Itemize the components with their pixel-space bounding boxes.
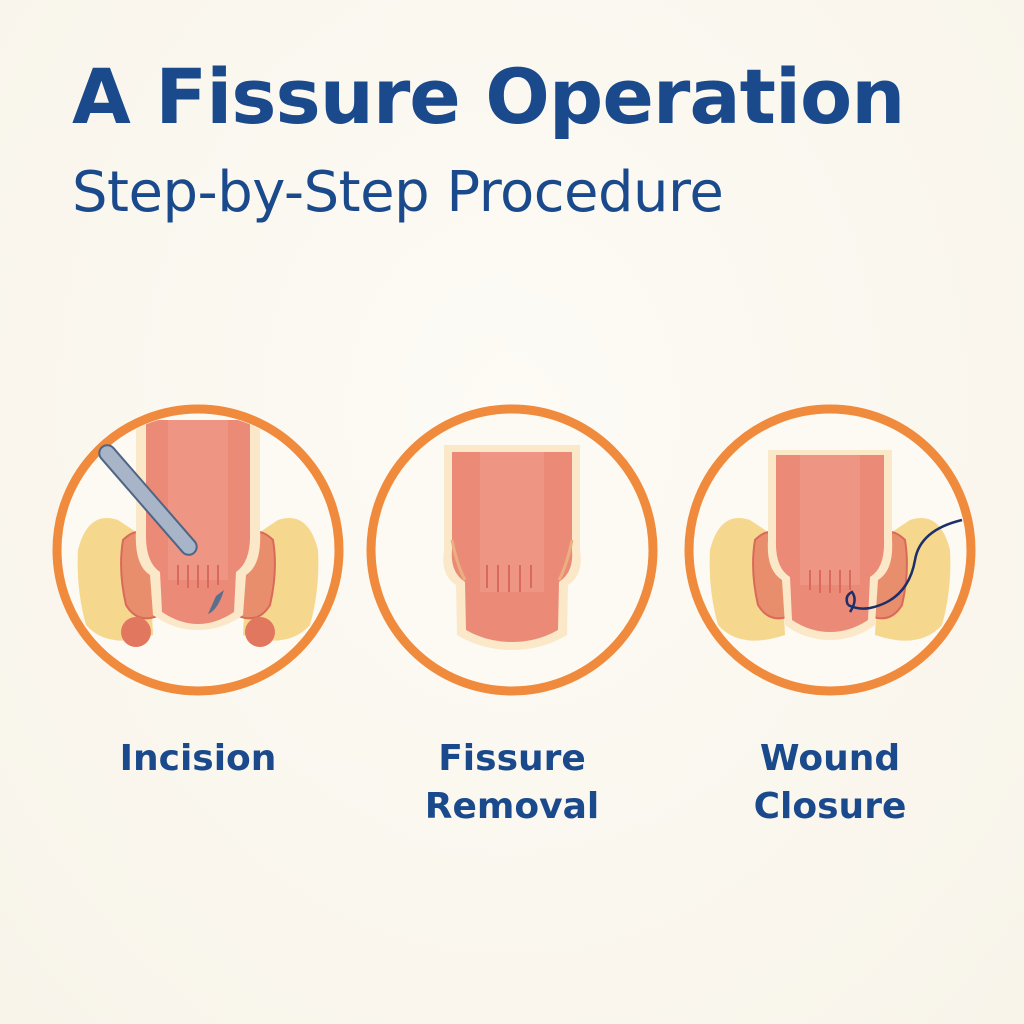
- anal-canal-icon: [709, 450, 951, 641]
- suture-icon: [845, 518, 963, 613]
- anal-canal-icon: [77, 420, 319, 647]
- step-label-line: Closure: [753, 786, 907, 827]
- wound-closure-illustration: [684, 404, 976, 696]
- step-label-wound-closure: Wound Closure: [680, 735, 980, 831]
- step-incision: Incision: [48, 400, 348, 779]
- step-label-incision: Incision: [48, 735, 348, 783]
- anal-canal-icon: [443, 445, 581, 650]
- step-label-line: Removal: [424, 786, 600, 827]
- step-label-line: Incision: [119, 738, 277, 779]
- page-subtitle: Step-by-Step Procedure: [72, 160, 724, 225]
- step-label-line: Fissure: [438, 738, 586, 779]
- incision-illustration: [52, 404, 344, 696]
- page-title: A Fissure Operation: [72, 52, 905, 141]
- step-label-line: Wound: [759, 738, 901, 779]
- step-wound-closure: Wound Closure: [680, 400, 980, 827]
- step-fissure-removal: Fissure Removal: [362, 400, 662, 827]
- fissure-removal-illustration: [366, 404, 658, 696]
- step-label-fissure-removal: Fissure Removal: [362, 735, 662, 831]
- scalpel-icon: [98, 444, 224, 614]
